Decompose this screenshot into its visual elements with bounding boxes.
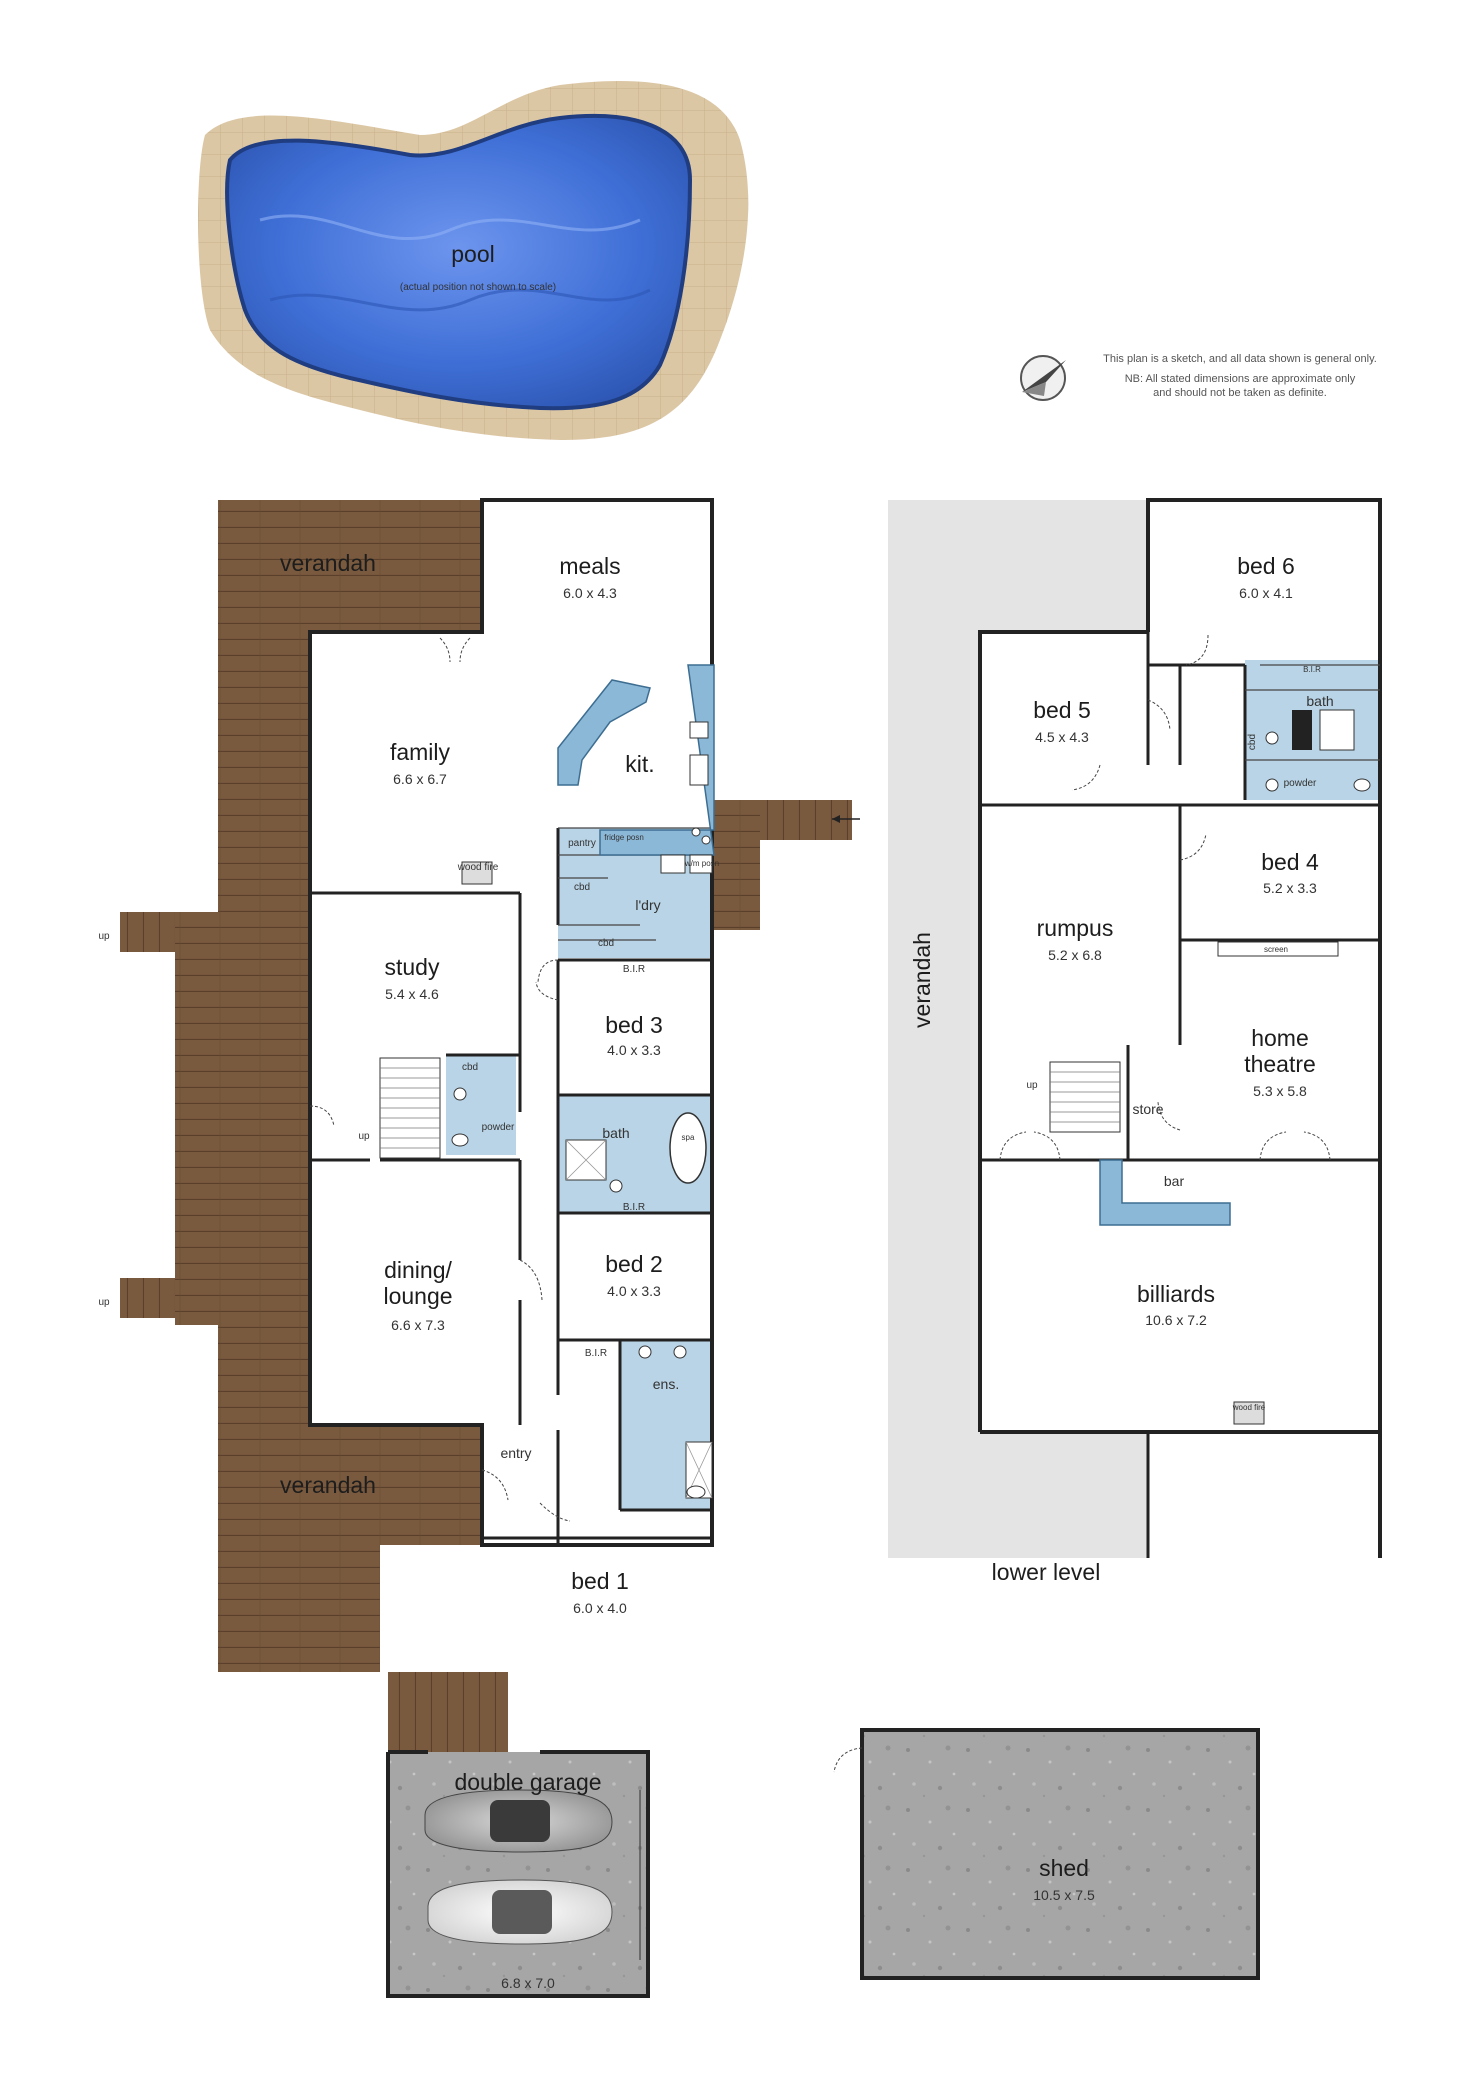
rumpus-dims: 5.2 x 6.8 (1048, 947, 1102, 963)
study-name: study (385, 954, 440, 980)
disclaimer-line2: NB: All stated dimensions are approximat… (1125, 373, 1356, 385)
billiards-dims: 10.6 x 7.2 (1145, 1312, 1207, 1328)
side-stairs-up-2: up (98, 1297, 110, 1308)
bar-counter (1099, 1159, 1231, 1226)
pool-note: (actual position not shown to scale) (400, 282, 556, 293)
bed6-dims: 6.0 x 4.1 (1239, 585, 1293, 601)
bar-label: bar (1164, 1173, 1185, 1189)
kitchen-bench (599, 664, 715, 856)
study-dims: 5.4 x 4.6 (385, 986, 439, 1002)
bed5-dims: 4.5 x 4.3 (1035, 729, 1089, 745)
compass-icon (1020, 355, 1066, 401)
screen-icon (1217, 941, 1339, 957)
lower-bir-label: B.I.R (1303, 665, 1321, 674)
lower-stairs (1049, 1061, 1121, 1133)
bed2-bir: B.I.R (623, 1202, 645, 1213)
garage-dims: 6.8 x 7.0 (501, 1975, 555, 1991)
ensuite-bir: B.I.R (585, 1348, 607, 1359)
internal-stairs (379, 1057, 441, 1159)
dining-name2: lounge (383, 1283, 452, 1309)
side-stairs-top (120, 912, 218, 1182)
wood-fire-label: wood fire (457, 862, 499, 873)
shed-name: shed (1039, 1855, 1089, 1881)
shed-dims: 10.5 x 7.5 (1033, 1887, 1095, 1903)
bed2-name: bed 2 (605, 1251, 663, 1277)
powder-label: powder (482, 1122, 515, 1133)
theatre-name2: theatre (1244, 1051, 1316, 1077)
pantry-label: pantry (568, 838, 596, 849)
bed3-bir: B.I.R (623, 964, 645, 975)
fridge-label: fridge posn (604, 833, 644, 842)
kitchen-island (557, 679, 651, 786)
lower-cbd-label: cbd (1247, 734, 1258, 750)
billiards-name: billiards (1137, 1281, 1215, 1307)
store-label: store (1132, 1101, 1163, 1117)
garage-name: double garage (454, 1769, 601, 1795)
upper-level: verandah verandah meals 6.0 x 4.3 family… (98, 498, 860, 1764)
bed1-dims: 6.0 x 4.0 (573, 1600, 627, 1616)
garage-stairs (388, 1672, 508, 1764)
wm-label: w/m posn (684, 859, 719, 868)
meals-name: meals (559, 553, 620, 579)
theatre-name1: home (1251, 1025, 1309, 1051)
lower-stairs-up: up (1026, 1080, 1038, 1091)
lower-level-title: lower level (992, 1559, 1101, 1585)
bath-label: bath (602, 1125, 629, 1141)
bed3-name: bed 3 (605, 1012, 663, 1038)
disclaimer-line1: This plan is a sketch, and all data show… (1103, 353, 1377, 365)
pool-water (225, 114, 693, 411)
theatre-dims: 5.3 x 5.8 (1253, 1083, 1307, 1099)
verandah-top-label: verandah (280, 550, 376, 576)
rumpus-name: rumpus (1037, 915, 1114, 941)
lower-exterior-walls (978, 498, 1382, 1558)
bed4-name: bed 4 (1261, 849, 1319, 875)
lower-bath-area (1245, 660, 1380, 800)
screen-label: screen (1264, 945, 1288, 954)
family-name: family (390, 739, 451, 765)
bed1-name: bed 1 (571, 1568, 629, 1594)
bed4-dims: 5.2 x 3.3 (1263, 880, 1317, 896)
pool-label: pool (451, 241, 494, 267)
bed2-dims: 4.0 x 3.3 (607, 1283, 661, 1299)
lower-wood-fire-icon (1233, 1401, 1265, 1425)
entry-label: entry (500, 1445, 531, 1461)
dining-dims: 6.6 x 7.3 (391, 1317, 445, 1333)
car-gray-icon (424, 1789, 613, 1853)
cbd-label-1: cbd (574, 882, 590, 893)
verandah-bottom-label: verandah (280, 1472, 376, 1498)
pool-area: pool (actual position not shown to scale… (198, 80, 749, 440)
cbd-label-2: cbd (598, 938, 614, 949)
lower-level: verandah bed 6 6.0 x 4.1 bed 5 4.5 x 4.3… (888, 498, 1382, 1585)
disclaimer-line3: and should not be taken as definite. (1153, 387, 1327, 399)
bed5-name: bed 5 (1033, 697, 1091, 723)
family-dims: 6.6 x 6.7 (393, 771, 447, 787)
bed6-name: bed 6 (1237, 553, 1295, 579)
bed3-dims: 4.0 x 3.3 (607, 1042, 661, 1058)
lower-verandah-label: verandah (909, 932, 935, 1028)
laundry-label: l'dry (635, 897, 660, 913)
stairs-up-label: up (358, 1131, 370, 1142)
side-stairs-bottom (120, 1165, 218, 1325)
dining-name1: dining/ (384, 1257, 452, 1283)
verandah-deck (218, 500, 482, 1672)
double-garage: double garage 6.8 x 7.0 (386, 1750, 650, 1998)
lower-powder-label: powder (1284, 778, 1317, 789)
side-stairs-up-1: up (98, 931, 110, 942)
lower-wood-fire-label: wood fire (1232, 1403, 1266, 1412)
ensuite-label: ens. (653, 1376, 679, 1392)
spa-label: spa (682, 1133, 695, 1142)
powder-cbd: cbd (462, 1062, 478, 1073)
kitchen-name: kit. (625, 751, 654, 777)
lower-bath-label: bath (1306, 693, 1333, 709)
wood-fire-icon (461, 861, 493, 885)
meals-dims: 6.0 x 4.3 (563, 585, 617, 601)
shed: shed 10.5 x 7.5 (833, 1728, 1260, 1980)
car-white-icon (427, 1879, 613, 1945)
